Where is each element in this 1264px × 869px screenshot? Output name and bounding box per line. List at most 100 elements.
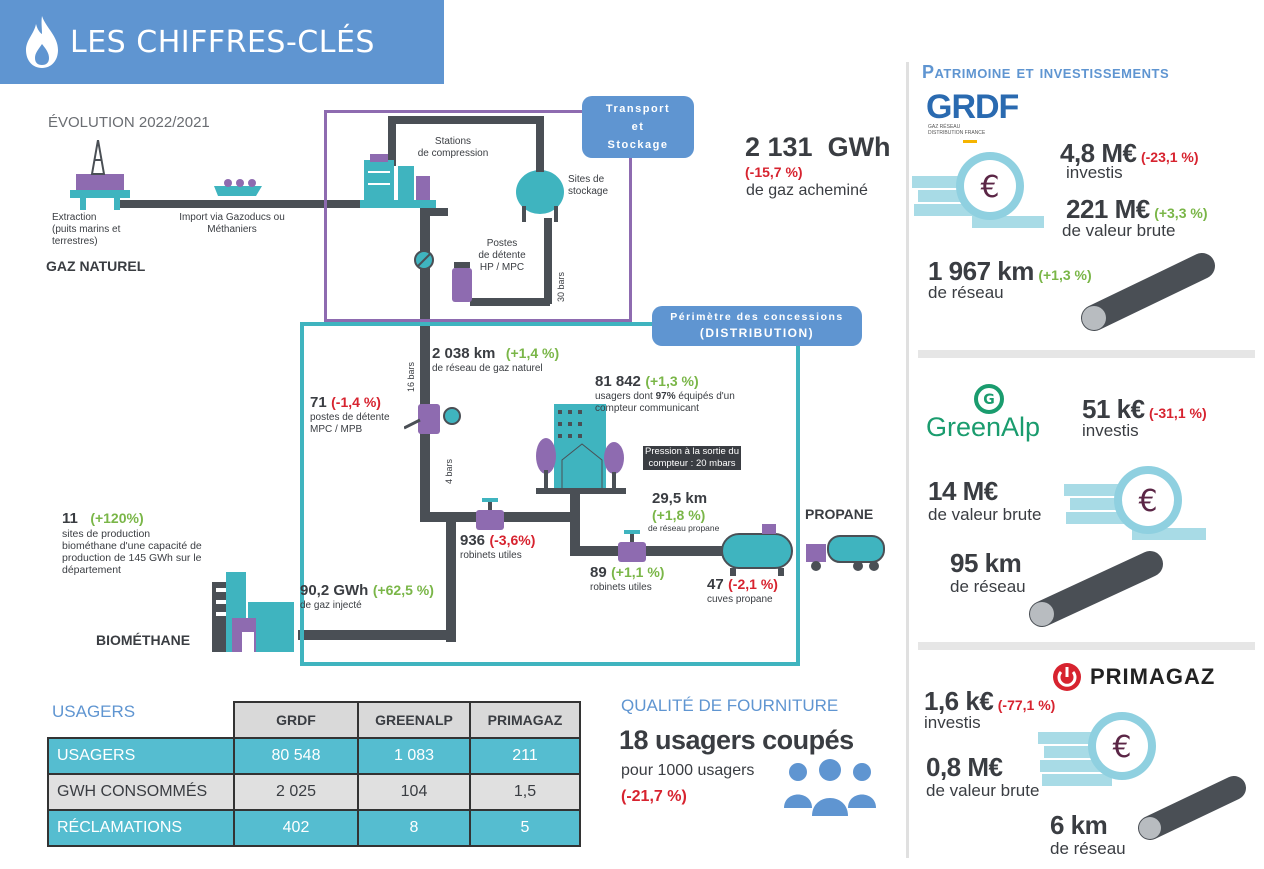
transport-pill: Transport et Stockage (582, 96, 694, 158)
propane-km-change: (+1,8 %) (652, 507, 706, 523)
rob89-value: 89 (590, 564, 607, 581)
pipe-stockage-down (544, 218, 552, 304)
pipe-inner-link (428, 208, 448, 216)
usagers-label-pct: 97% (655, 391, 676, 402)
table-cell: 8 (357, 809, 471, 847)
pipe-import (120, 200, 365, 208)
pipe-transport-right (536, 116, 544, 176)
greenalp-invest-label: investis (1082, 421, 1139, 440)
usagers-label-a: usagers dont (595, 391, 656, 402)
grdf-invest-block: 4,8 M€ (-23,1 %) investis (1060, 138, 1199, 183)
rob936-change: (-3,6%) (489, 532, 536, 548)
primagaz-brute-value: 0,8 M€ (926, 752, 1003, 782)
grdf-reseau-label: de réseau (928, 283, 1004, 302)
transport-box (324, 110, 632, 322)
bio-block: 11 (+120%) sites de production biométhan… (62, 510, 202, 576)
pipe-icon-greenalp (1029, 551, 1163, 627)
propane-km-value: 29,5 km (652, 490, 708, 507)
ship-icon (214, 179, 262, 196)
grdf-brute-value: 221 M€ (1066, 194, 1150, 224)
greenalp-brute-block: 14 M€ de valeur brute (928, 476, 1041, 525)
table-row: RÉCLAMATIONS 402 8 5 (47, 809, 581, 847)
grdf-brute-change: (+3,3 %) (1154, 205, 1208, 221)
title-banner: LES CHIFFRES-CLÉS (0, 0, 444, 84)
inj-value: 90,2 GWh (300, 582, 369, 599)
primagaz-power-icon (1053, 663, 1081, 691)
usagers-table: GRDF GREENALP PRIMAGAZ USAGERS 80 548 1 … (47, 701, 581, 847)
rob936-value: 936 (460, 532, 486, 549)
bars30-label: 30 bars (556, 271, 566, 302)
flame-icon (26, 16, 58, 68)
greenalp-brute-label: de valeur brute (928, 505, 1042, 524)
pipe-bio-horizontal (298, 630, 456, 640)
section-separator (918, 642, 1255, 650)
valve-icon-89 (618, 530, 646, 562)
pipe-building-down (570, 490, 580, 556)
gwh-value: 2 131 GWh (745, 132, 891, 162)
greenalp-logo: GreenAlp (926, 412, 1041, 442)
grdf-brute-label: de valeur brute (1062, 221, 1176, 240)
propane-tank-icon (721, 524, 793, 576)
grdf-reseau-change: (+1,3 %) (1038, 267, 1092, 283)
pipe-transport-top (388, 116, 544, 124)
grdf-reseau-value: 1 967 km (928, 256, 1034, 286)
right-divider (906, 62, 909, 858)
detente-hp-icon (452, 262, 472, 302)
bars4-label: 4 bars (444, 458, 454, 484)
pipe-vertical-to-bio (446, 512, 456, 642)
pipe-icon-grdf (1081, 253, 1215, 331)
euro-coins-icon-greenalp: € (1064, 466, 1206, 540)
inj-label: de gaz injecté (300, 600, 362, 611)
transport-line2: et (631, 121, 645, 133)
perimetre-pill: Périmètre des concessions (DISTRIBUTION) (652, 306, 862, 346)
transport-line3: Stockage (607, 139, 669, 151)
greenalp-reseau-value: 95 km (950, 548, 1022, 578)
page-title: LES CHIFFRES-CLÉS (70, 24, 375, 60)
perimetre-line1: Périmètre des concessions (670, 311, 844, 323)
bio-change: (+120%) (90, 510, 144, 526)
primagaz-brute-label: de valeur brute (926, 781, 1040, 800)
qualite-label: pour 1000 usagers (621, 762, 755, 779)
postes-label: postes de détente MPC / MPB (310, 412, 390, 435)
usagers-change: (+1,3 %) (645, 373, 699, 389)
import-label: Import via Gazoducs ou Méthaniers (179, 212, 285, 235)
compression-station-icon (360, 154, 436, 208)
grdf-invest-change: (-23,1 %) (1140, 149, 1199, 165)
primagaz-invest-change: (-77,1 %) (997, 697, 1056, 713)
greenalp-reseau-label: de réseau (950, 577, 1026, 596)
propane-truck-icon (806, 535, 885, 571)
euro-coins-icon-primagaz: € (1038, 712, 1156, 786)
qualite-value: 18 usagers coupés (619, 725, 854, 755)
table-cell: 104 (357, 773, 471, 811)
table-row-label: RÉCLAMATIONS (47, 809, 235, 847)
usagers-label-c: équipés d'un compteur communicant (595, 391, 735, 414)
usagers-block: 81 842 (+1,3 %) usagers dont 97% équipés… (595, 373, 735, 415)
grdf-invest-value: 4,8 M€ (1060, 138, 1137, 168)
grdf-logo-bar (963, 140, 977, 143)
greenalp-reseau-block: 95 km de réseau (950, 548, 1026, 597)
bio-label: sites de production biométhane d'une cap… (62, 528, 202, 576)
distribution-box (300, 322, 800, 666)
postes-block: 71 (-1,4 %) postes de détente MPC / MPB (310, 394, 390, 436)
postes-detente-label: Postes de détente HP / MPC (478, 238, 526, 273)
km-change: (+1,4 %) (505, 345, 560, 361)
table-cell: 402 (233, 809, 359, 847)
extraction-label: Extraction (puits marins et terrestres) (52, 212, 121, 247)
pipe-station-down (420, 204, 430, 232)
primagaz-brute-block: 0,8 M€ de valeur brute (926, 752, 1039, 801)
perimetre-line2: (DISTRIBUTION) (699, 326, 815, 340)
grdf-logo-sub: GAZ RÉSEAU DISTRIBUTION FRANCE (928, 124, 986, 136)
cuves-change: (-2,1 %) (728, 576, 778, 592)
inj-change: (+62,5 %) (372, 582, 434, 598)
svg-text:€: € (980, 170, 999, 205)
table-row: USAGERS 80 548 1 083 211 (47, 737, 581, 775)
cuves-value: 47 (707, 576, 724, 593)
table-row: GWH CONSOMMÉS 2 025 104 1,5 (47, 773, 581, 811)
table-cell: 211 (469, 737, 581, 775)
primagaz-invest-block: 1,6 k€ (-77,1 %) investis (924, 686, 1055, 733)
greenalp-logo-icon: G (974, 384, 1004, 414)
section-separator (918, 350, 1255, 358)
table-cell: 2 025 (233, 773, 359, 811)
km-label: de réseau de gaz naturel (432, 363, 543, 374)
rob89-change: (+1,1 %) (611, 564, 665, 580)
